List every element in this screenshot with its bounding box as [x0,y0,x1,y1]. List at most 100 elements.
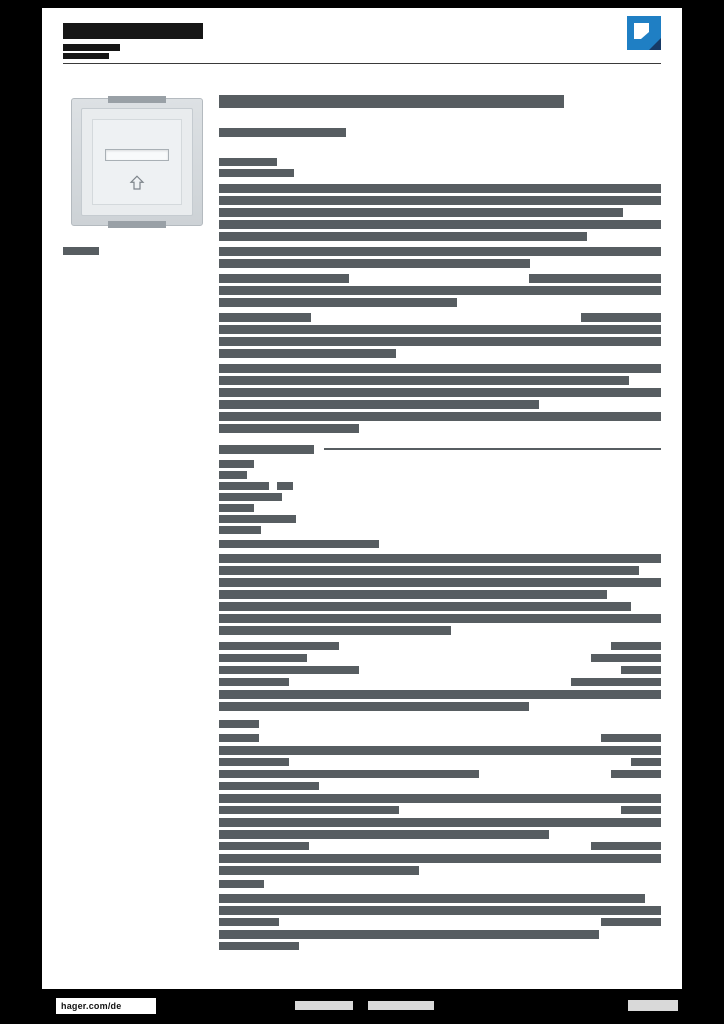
redacted-text-bar [219,702,529,711]
redacted-text-bar [611,642,661,650]
redacted-text-bar [277,482,293,490]
redacted-text-bar [219,918,279,926]
redacted-text-bar [219,184,661,193]
redacted-text-bar [219,758,289,766]
mounting-claw-bottom [108,221,166,228]
redacted-text-bar [219,554,661,563]
header-divider [63,63,661,64]
redacted-text-bar [621,806,661,814]
redacted-text-bar [529,274,661,283]
redacted-text-bar [219,690,661,699]
redacted-text-bar [219,782,319,790]
redacted-text-bar [601,734,661,742]
redacted-text-bar [219,590,607,599]
redacted-text-bar [219,930,599,939]
redacted-text-bar [219,445,314,454]
redacted-text-bar [219,220,661,229]
redacted-text-bar [219,196,661,205]
redacted-text-bar [219,412,661,421]
redacted-text-bar [219,794,661,803]
label-field [105,148,169,161]
redacted-text-bar [219,286,661,295]
redacted-text-bar [611,770,661,778]
redacted-text-bar [219,642,339,650]
redacted-text-bar [324,448,661,450]
redacted-text-bar [219,337,661,346]
footer-redacted-bar [295,1001,353,1010]
redacted-text-bar [219,208,623,217]
redacted-text-bar [219,247,661,256]
switch-rocker [92,119,182,205]
datasheet-page [42,8,682,989]
redacted-text-bar [219,482,269,490]
redacted-text-bar [219,818,661,827]
redacted-text-bar [219,678,289,686]
redacted-text-bar [219,906,661,915]
redacted-text-bar [219,854,661,863]
arrow-up-icon [128,174,146,197]
redacted-text-bar [591,654,661,662]
redacted-text-bar [571,678,661,686]
redacted-text-bar [219,376,629,385]
redacted-text-bar [219,540,379,548]
switch-frame [71,96,203,228]
redacted-text-bar [219,526,261,534]
photo-caption-bar [63,247,99,255]
product-photo [63,88,211,236]
redacted-text-bar [219,842,309,850]
redacted-text-bar [219,349,396,358]
redacted-text-bar [219,169,294,177]
brand-logo-bar [63,53,109,59]
redacted-text-bar [219,298,457,307]
redacted-text-bar [219,566,639,575]
redacted-text-bar [219,325,661,334]
switch-inner-frame [81,108,193,216]
redacted-text-bar [219,388,661,397]
redacted-text-bar [219,313,311,322]
footer-redacted-bar [628,1000,678,1011]
page-header [42,8,682,63]
spec-column [219,8,661,989]
redacted-text-bar [219,942,299,950]
redacted-text-bar [591,842,661,850]
redacted-text-bar [219,274,349,283]
redacted-text-bar [621,666,661,674]
redacted-text-bar [219,471,247,479]
product-subtitle-redacted [219,128,346,137]
redacted-text-bar [219,578,661,587]
redacted-text-bar [219,460,254,468]
redacted-text-bar [219,504,254,512]
redacted-text-bar [219,720,259,728]
redacted-text-bar [219,806,399,814]
redacted-text-bar [219,770,479,778]
redacted-text-bar [219,880,264,888]
redacted-text-bar [219,400,539,409]
redacted-text-bar [219,734,259,742]
redacted-text-bar [631,758,661,766]
product-title-redacted [219,95,564,108]
redacted-text-bar [219,654,307,662]
page-footer: hager.com/de [0,989,724,1024]
redacted-text-bar [219,424,359,433]
redacted-text-bar [219,259,530,268]
redacted-text-bar [219,515,296,523]
redacted-text-bar [219,364,661,373]
redacted-text-bar [219,626,451,635]
redacted-text-bar [219,746,661,755]
redacted-text-bar [219,894,645,903]
redacted-text-bar [219,493,282,501]
redacted-text-bar [219,602,631,611]
redacted-text-bar [219,866,419,875]
hager-logo [627,16,661,50]
redacted-text-bar [219,830,549,839]
mounting-claw-top [108,96,166,103]
redacted-text-bar [219,232,587,241]
redacted-text-bar [219,614,661,623]
footer-url-link[interactable]: hager.com/de [56,998,156,1014]
brand-logo-bar [63,23,203,39]
redacted-text-bar [581,313,661,322]
redacted-text-bar [219,158,277,166]
redacted-text-bar [601,918,661,926]
redacted-text-bar [219,666,359,674]
